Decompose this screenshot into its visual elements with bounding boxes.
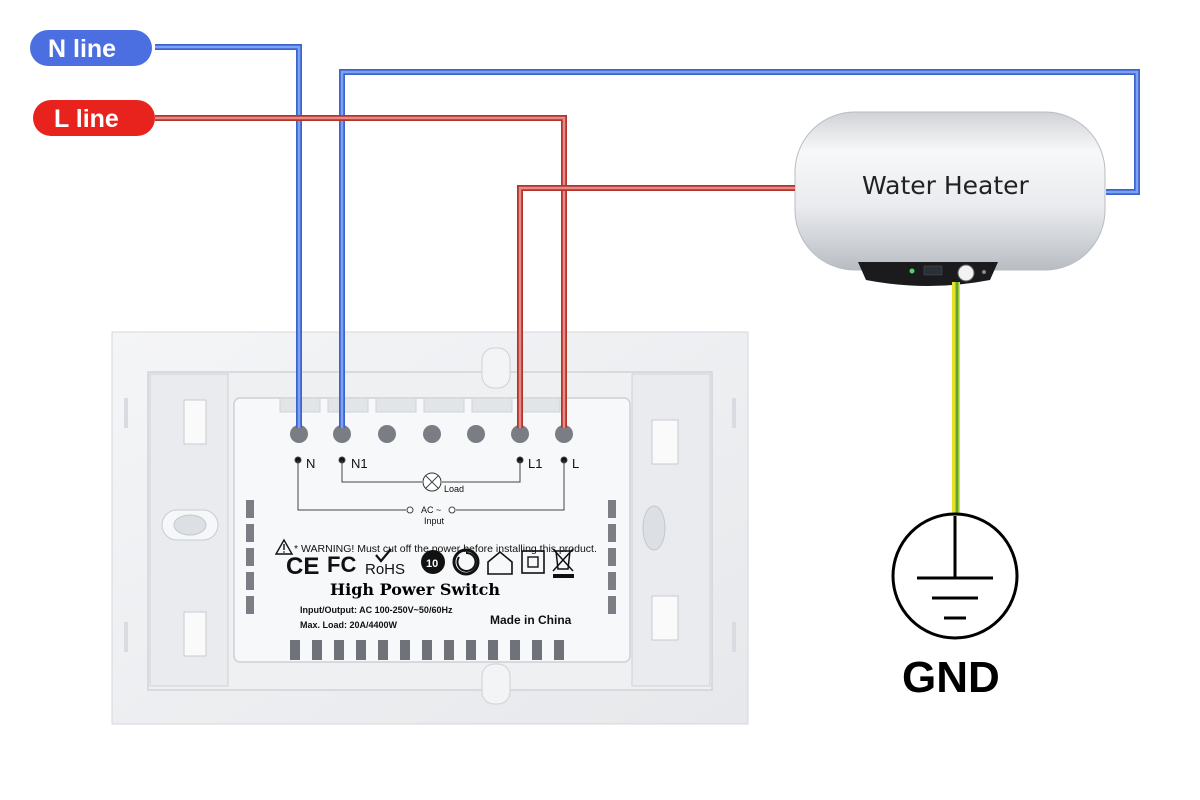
fc-mark-icon: FC [327,552,356,577]
double-insulation-icon [521,550,545,574]
water-heater [794,111,1106,286]
ten-year-badge-text: 10 [426,558,438,570]
max-load-spec: Max. Load: 20A/4400W [300,620,398,630]
terminal-screws [290,425,573,443]
ground-symbol-icon [891,512,1019,640]
terminal-blank-screw [378,425,396,443]
terminal-blank-screw [423,425,441,443]
switch-back-plate [111,331,749,725]
ac-label: AC ~ [421,505,441,515]
ground-wire [952,282,960,516]
l-line-badge: L line [33,100,155,136]
n-line-label: N line [48,35,116,63]
terminal-l1-screw [511,425,529,443]
internal-schematic [294,456,568,514]
heater-knob-icon [957,264,975,282]
terminal-n-screw [290,425,308,443]
terminal-l-screw [555,425,573,443]
terminal-l1-label: L1 [528,456,542,471]
warning-text: * WARNING! Must cut off the power before… [294,543,597,555]
warning-icon [274,538,294,555]
made-in-label: Made in China [490,613,572,627]
ce-mark-icon: CE [286,553,319,580]
terminal-blank-screw [467,425,485,443]
terminal-l-label: L [572,456,579,471]
heater-label: Water Heater [862,171,1030,200]
check-icon [375,548,392,563]
certification-marks: CE FC RoHS 10 [286,548,574,580]
weee-bin-icon [552,548,574,572]
n-wires [155,44,1140,428]
l-wires [155,115,795,428]
terminal-n1-screw [333,425,351,443]
input-label: Input [424,516,445,526]
house-icon [487,550,513,575]
load-label: Load [444,484,464,494]
io-spec: Input/Output: AC 100-250V~50/60Hz [300,605,453,615]
n-line-badge: N line [30,30,152,66]
rohs-mark-icon: RoHS [365,561,405,578]
l-line-label: L line [54,105,119,133]
gnd-label: GND [902,653,1000,702]
terminal-n1-label: N1 [351,456,368,471]
ten-year-badge-icon [421,550,445,574]
switch-title: High Power Switch [330,580,500,599]
recycle-icon [452,548,480,576]
terminal-n-label: N [306,456,315,471]
